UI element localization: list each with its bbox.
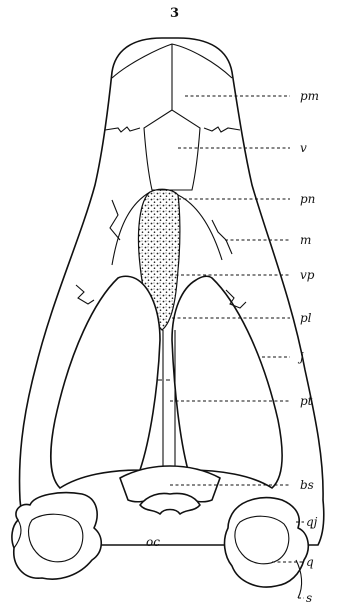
right-quadratojugal [225, 498, 309, 587]
label-q: q [306, 555, 314, 569]
label-oc: oc [146, 535, 160, 549]
label-bs: bs [300, 478, 314, 492]
label-pm: pm [300, 89, 319, 103]
label-v: v [300, 141, 307, 155]
label-qj: qj [306, 515, 318, 529]
label-vp: vp [300, 268, 315, 282]
figure-number: 3 [170, 6, 179, 21]
label-pl: pl [300, 311, 312, 325]
label-pt: pt [300, 394, 313, 408]
label-pn: pn [300, 192, 315, 206]
label-m: m [300, 233, 311, 247]
label-s: s [306, 591, 312, 605]
left-quadratojugal [12, 493, 101, 579]
